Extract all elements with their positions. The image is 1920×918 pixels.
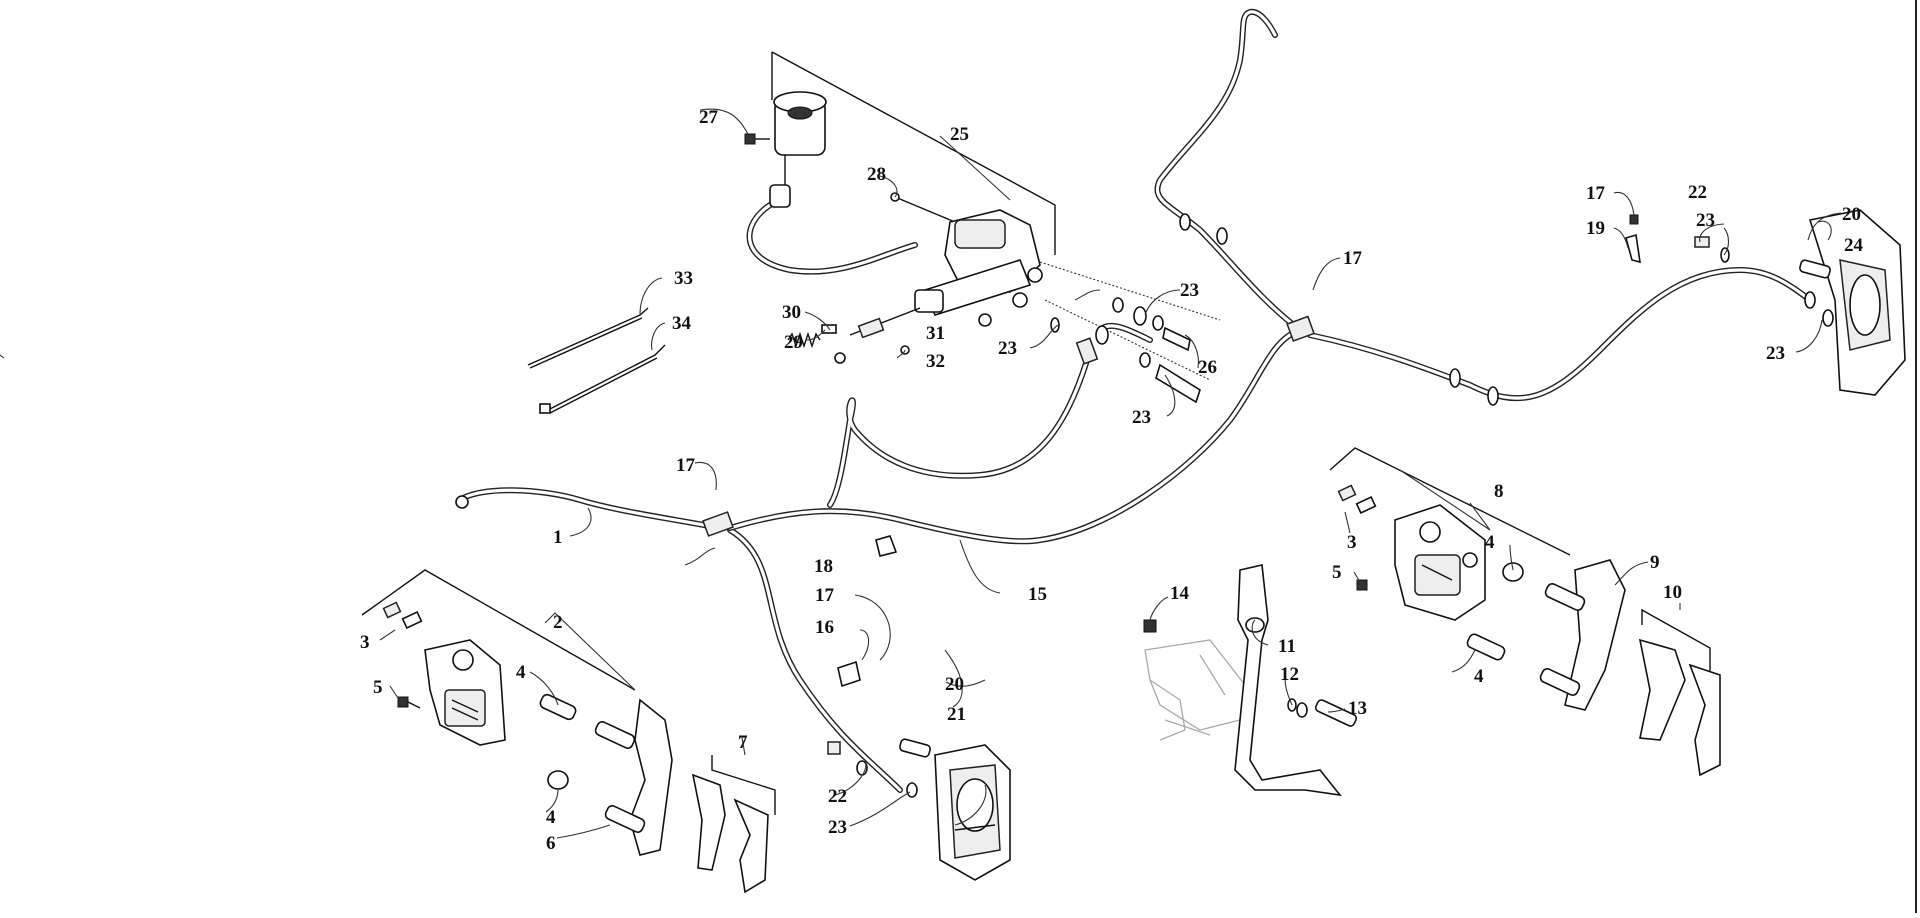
callout-2: 2 [553, 612, 563, 633]
mounting-bolt-28 [890, 192, 956, 223]
callout-16: 16 [815, 617, 834, 638]
callout-4-right-upper: 4 [1485, 532, 1495, 553]
callout-27: 27 [699, 107, 719, 128]
callout-9: 9 [1650, 552, 1660, 573]
junction-block [1286, 315, 1315, 342]
callout-3-left: 3 [360, 632, 370, 653]
right-caliper-assembly [1329, 447, 1721, 777]
cable-ties [527, 307, 666, 414]
brake-line-master-loop [827, 347, 1093, 508]
master-cylinder-assembly [744, 51, 1056, 364]
master-cylinder-body [914, 209, 1043, 327]
callout-4-right-lower: 4 [1474, 666, 1484, 687]
line-clamp [702, 511, 734, 537]
brake-line-right [1307, 266, 1813, 406]
callout-29: 29 [784, 332, 803, 353]
callout-7: 7 [738, 732, 748, 753]
callout-10: 10 [1663, 582, 1682, 603]
callout-34: 34 [672, 313, 692, 334]
callout-12: 12 [1280, 664, 1299, 685]
rear-hardware [1625, 214, 1730, 264]
front-caliper-20-21 [827, 738, 1011, 881]
left-slide-pin-4 [539, 693, 577, 790]
callout-4-left-upper: 4 [516, 662, 526, 683]
assembly-bracket-25 [771, 51, 1056, 255]
callout-17-mid: 17 [815, 585, 835, 606]
callout-24: 24 [1844, 235, 1864, 256]
stray-mark [0, 354, 5, 359]
callout-23-rear-top: 23 [1696, 210, 1715, 231]
callout-20-front: 20 [945, 674, 964, 695]
brake-line-1 [455, 487, 723, 531]
reservoir-screw [744, 133, 770, 145]
right-slide-pins-4 [1466, 562, 1524, 661]
callout-23-front: 23 [828, 817, 847, 838]
left-caliper-body [424, 639, 506, 746]
callout-21: 21 [947, 704, 966, 725]
callout-17-left: 17 [676, 455, 696, 476]
callout-31: 31 [926, 323, 945, 344]
front-banjo-22 [827, 741, 918, 798]
callout-8: 8 [1494, 481, 1504, 502]
brake-pedal-arm-11 [1234, 564, 1342, 797]
callout-22-front: 22 [828, 786, 847, 807]
callout-11: 11 [1278, 636, 1296, 657]
callout-23-rear-bottom: 23 [1766, 343, 1785, 364]
left-caliper-screw-5 [397, 696, 421, 709]
right-caliper-body [1394, 504, 1486, 621]
callout-1: 1 [553, 527, 563, 548]
callout-17-right: 17 [1586, 183, 1606, 204]
callout-4-left-lower: 4 [546, 807, 556, 828]
callout-13: 13 [1348, 698, 1367, 719]
callout-20-rear: 20 [1842, 204, 1861, 225]
right-brake-pads-10 [1638, 608, 1721, 777]
line-clip-18 [875, 535, 898, 557]
callout-33: 33 [674, 268, 693, 289]
left-bleeder [382, 601, 423, 629]
callout-25: 25 [950, 124, 969, 145]
brake-line-15 [727, 327, 1303, 545]
callout-30: 30 [782, 302, 801, 323]
rear-caliper-20-24 [1799, 209, 1906, 396]
callout-15: 15 [1028, 584, 1047, 605]
callout-labels: 1 2 3 4 4 5 6 7 8 9 10 11 12 13 14 15 16… [360, 107, 1864, 854]
callout-3-right: 3 [1347, 532, 1357, 553]
callout-28: 28 [867, 164, 886, 185]
fluid-reservoir [769, 91, 827, 208]
callout-14: 14 [1170, 583, 1190, 604]
callout-23-mc-bottom: 23 [1132, 407, 1151, 428]
leader-lines [379, 108, 1842, 839]
right-bracket-9 [1539, 559, 1626, 711]
callout-22-rear: 22 [1688, 182, 1707, 203]
right-bleeder [1337, 484, 1377, 514]
callout-6: 6 [546, 833, 556, 854]
banjo-bolt-group-26 [1039, 261, 1221, 404]
line-clamp-16 [837, 660, 861, 688]
callout-23-mc-left: 23 [998, 338, 1017, 359]
callout-17-center: 17 [1343, 248, 1363, 269]
left-bracket-6 [594, 698, 673, 856]
right-caliper-screw-5 [1356, 579, 1368, 591]
callout-19: 19 [1586, 218, 1605, 239]
callout-32: 32 [926, 351, 945, 372]
reservoir-hose [746, 202, 918, 275]
callout-18: 18 [814, 556, 833, 577]
pedal-mount-bracket [1144, 639, 1246, 741]
brake-line-front-left-caliper [727, 527, 903, 793]
callout-5-left: 5 [373, 677, 383, 698]
left-caliper-assembly [361, 569, 776, 894]
brake-line-upper [1154, 8, 1303, 333]
callout-23-mc-top: 23 [1180, 280, 1199, 301]
callout-26: 26 [1198, 357, 1217, 378]
left-brake-pads-7 [691, 755, 776, 894]
brake-lines [455, 8, 1813, 793]
pivot-nut-14 [1143, 619, 1157, 633]
callout-5-right: 5 [1332, 562, 1342, 583]
